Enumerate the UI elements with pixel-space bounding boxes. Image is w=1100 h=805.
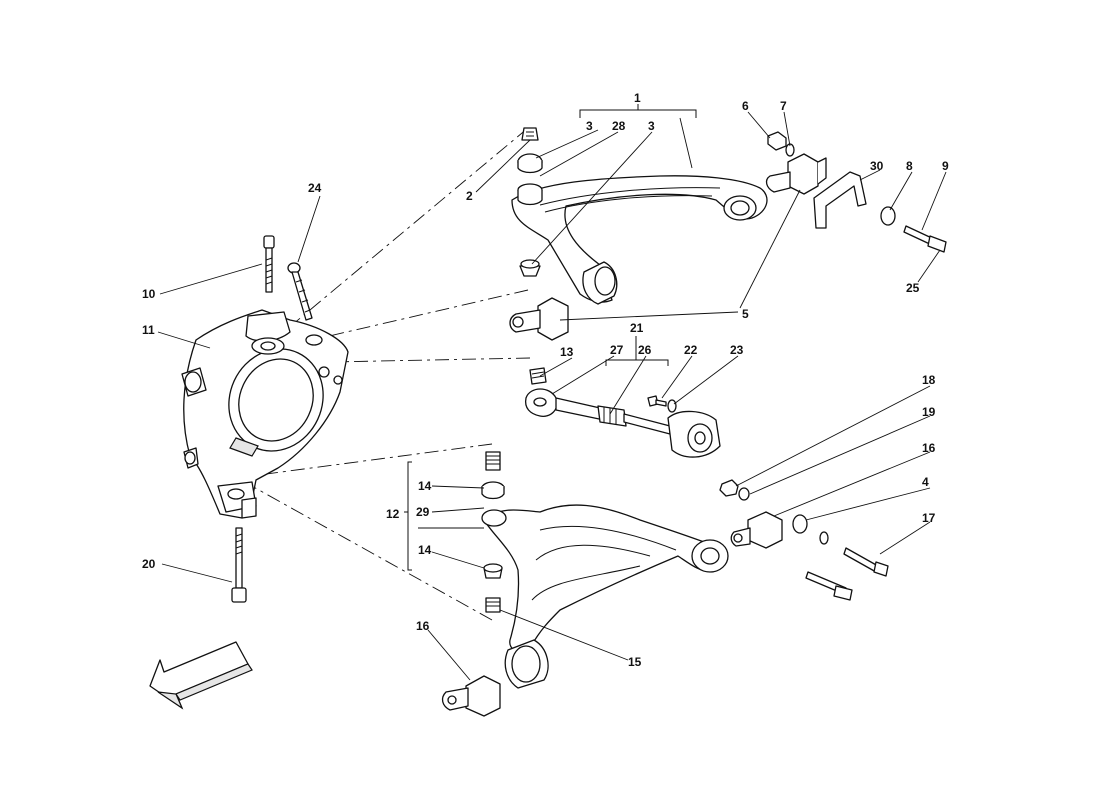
direction-arrow-icon xyxy=(149,641,253,710)
callout-11: 11 xyxy=(142,323,155,337)
callout-14b: 14 xyxy=(418,543,432,557)
toe-link xyxy=(524,367,721,458)
callout-4: 4 xyxy=(922,475,929,489)
callout-28: 28 xyxy=(612,119,626,133)
callout-30: 30 xyxy=(870,159,884,173)
hub-bolts xyxy=(231,235,313,603)
lower-wishbone xyxy=(481,504,729,689)
callout-24: 24 xyxy=(308,181,322,195)
lower-balljoint-parts xyxy=(481,451,505,613)
callout-9: 9 xyxy=(942,159,949,173)
callout-7: 7 xyxy=(780,99,787,113)
upper-wishbone xyxy=(511,175,768,305)
callout-23: 23 xyxy=(730,343,744,357)
upper-hardware xyxy=(767,131,947,253)
callout-16: 16 xyxy=(922,441,936,455)
callout-12: 12 xyxy=(386,507,400,521)
leader-lines xyxy=(157,111,947,681)
bracket-1 xyxy=(579,109,697,118)
lower-bushings xyxy=(441,479,889,717)
callout-3: 3 xyxy=(586,119,593,133)
callout-10: 10 xyxy=(142,287,156,301)
callout-1: 1 xyxy=(634,91,641,105)
callout-6: 6 xyxy=(742,99,749,113)
callout-14: 14 xyxy=(418,479,432,493)
callout-29: 29 xyxy=(416,505,430,519)
upper-balljoint-parts xyxy=(517,127,543,277)
callout-25: 25 xyxy=(906,281,920,295)
assembly-dash-lines xyxy=(235,127,531,621)
upper-bushings xyxy=(509,153,827,341)
bracket-12 xyxy=(407,461,412,571)
callout-labels: 1 2 3 28 3 6 7 30 8 9 25 24 10 11 5 21 1… xyxy=(142,91,949,669)
callout-18: 18 xyxy=(922,373,936,387)
callout-27: 27 xyxy=(610,343,624,357)
callout-8: 8 xyxy=(906,159,913,173)
callout-21: 21 xyxy=(630,321,644,335)
callout-20: 20 xyxy=(142,557,156,571)
callout-3b: 3 xyxy=(648,119,655,133)
callout-15: 15 xyxy=(628,655,642,669)
callout-26: 26 xyxy=(638,343,652,357)
callout-22: 22 xyxy=(684,343,698,357)
callout-16b: 16 xyxy=(416,619,430,633)
callout-13: 13 xyxy=(560,345,574,359)
callout-5: 5 xyxy=(742,307,749,321)
callout-19: 19 xyxy=(922,405,936,419)
callout-17: 17 xyxy=(922,511,936,525)
bracket-21 xyxy=(605,359,669,366)
callout-2: 2 xyxy=(466,189,473,203)
group-brackets xyxy=(404,104,697,571)
hub-carrier xyxy=(181,309,349,519)
